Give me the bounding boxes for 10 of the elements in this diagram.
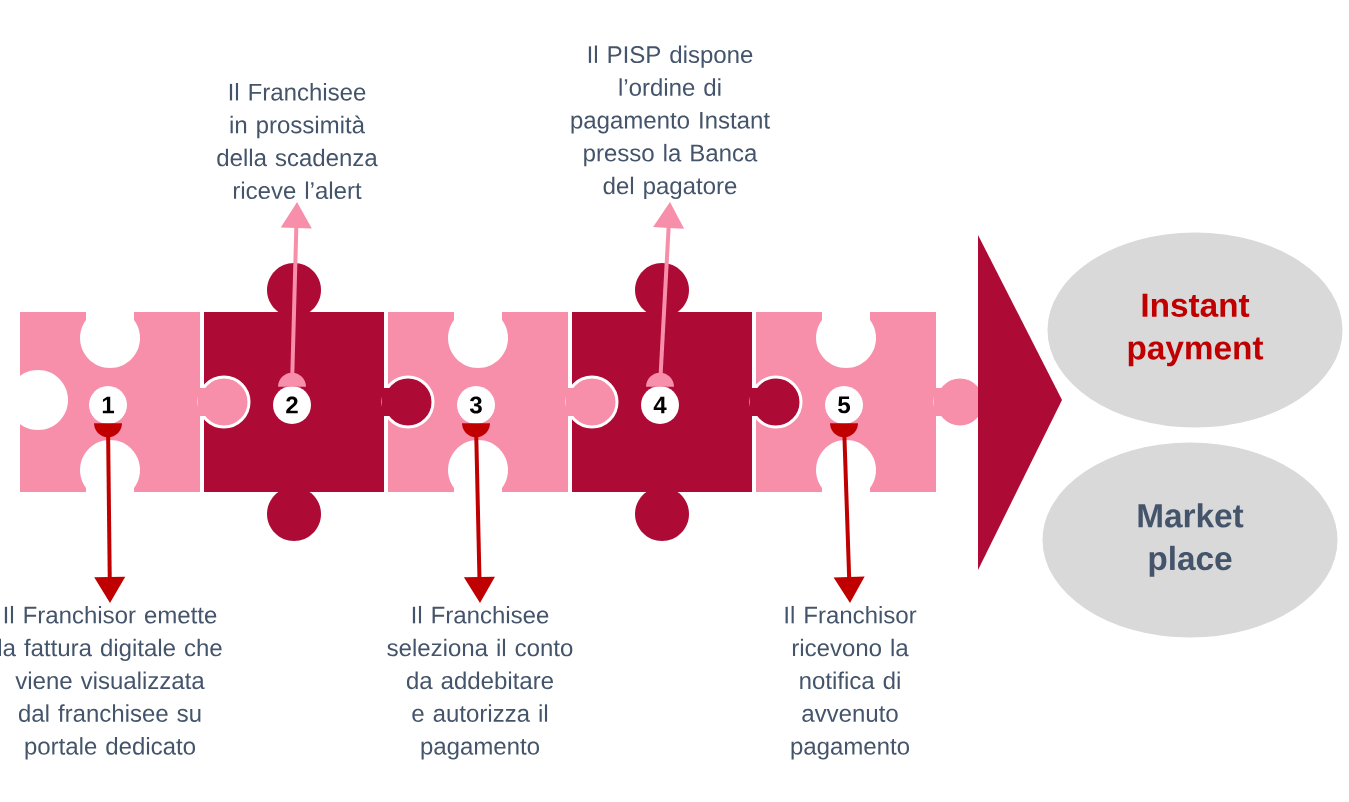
step-description: Il PISP dispone l’ordine di pagamento Instant presso la Banca del pagatore [571,45,770,200]
step-description: Il Franchisee in prossimità della scadenza riceve l’alert [217,83,378,200]
puzzle-piece: 4 [572,263,803,541]
puzzle-piece: 3 [388,308,619,500]
puzzle-piece: 2 [204,263,435,541]
puzzle-piece: 5 [756,308,987,500]
puzzle-piece: 1 [8,308,251,500]
step-description: Il Franchisor ricevono la notifica di avvenuto pagamento [785,605,917,760]
step-description: Il Franchisee seleziona il conto da addebitare e autorizza il pagamento [387,605,573,760]
chevron-arrow [978,235,1062,570]
